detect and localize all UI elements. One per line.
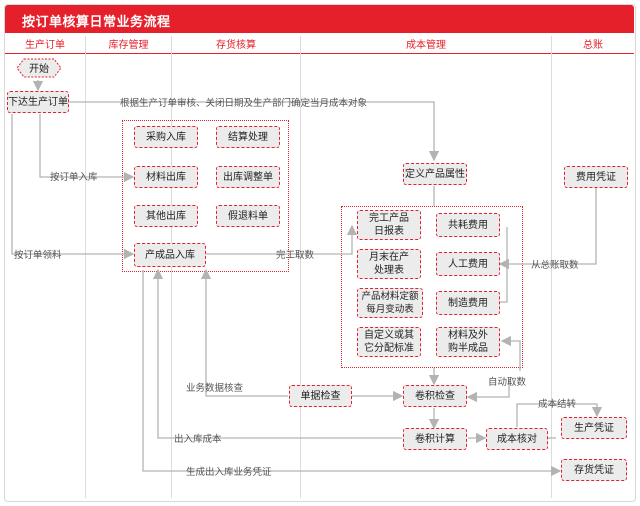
complete-fetch-label: 完工取数 <box>276 250 315 261</box>
doc-check-node: 单据检查 <box>289 385 352 407</box>
volume-calc-node: 卷积计算 <box>403 428 467 450</box>
issue-order-node: 下达生产订单 <box>7 91 69 113</box>
biz-data-check-label: 业务数据核查 <box>186 383 244 394</box>
labor-cost-node: 人工费用 <box>436 252 500 276</box>
determine-cost-object-label: 根据生产订单审核、关闭日期及生产部门确定当月成本对象 <box>120 98 368 109</box>
gl-fetch-label: 从总账取数 <box>531 260 579 271</box>
material-quota-node: 产品材料定额 每月变动表 <box>357 288 423 318</box>
cost-carry-label: 成本结转 <box>538 399 577 410</box>
column-header-cost-management: 成本管理 <box>406 40 446 51</box>
month-end-wip-node: 月末在产 处理表 <box>357 249 421 279</box>
fake-return-node: 假退料单 <box>216 205 280 227</box>
lane-divider <box>85 36 86 498</box>
define-attr-node: 定义产品属性 <box>403 163 467 185</box>
start-label: 开始 <box>29 62 49 75</box>
auto-fetch-label: 自动取数 <box>488 377 527 388</box>
io-cost-label: 出入库成本 <box>174 434 222 445</box>
other-out-node: 其他出库 <box>134 205 198 227</box>
volume-check-node: 卷积检查 <box>403 385 467 407</box>
title-bar: 按订单核算日常业务流程 <box>5 5 634 33</box>
diagram-frame <box>4 4 636 502</box>
custom-alloc-node: 自定义或其 它分配标准 <box>357 327 421 357</box>
mfg-cost-node: 制造费用 <box>436 291 500 315</box>
cost-data-group <box>341 206 523 368</box>
column-header-production-order: 生产订单 <box>25 40 65 51</box>
start-node: 开始 <box>16 58 62 78</box>
product-in-node: 产成品入库 <box>134 243 206 267</box>
lane-divider <box>300 36 301 498</box>
column-header-inventory: 库存管理 <box>108 40 149 51</box>
diagram-title: 按订单核算日常业务流程 <box>22 15 171 30</box>
inv-voucher-node: 存货凭证 <box>561 459 627 481</box>
by-order-in-label: 按订单入库 <box>50 172 98 183</box>
shared-cost-node: 共耗费用 <box>436 213 500 237</box>
expense-voucher-node: 费用凭证 <box>564 166 628 188</box>
lane-divider <box>551 36 552 498</box>
column-header-stock-accounting: 存货核算 <box>216 40 256 51</box>
outsource-node: 材料及外 购半成品 <box>436 327 500 357</box>
by-order-pick-label: 按订单领料 <box>14 250 62 261</box>
material-out-node: 材料出库 <box>134 166 198 188</box>
lane-divider <box>171 36 172 498</box>
prod-voucher-node: 生产凭证 <box>561 417 627 439</box>
cost-check-node: 成本核对 <box>486 428 548 450</box>
out-adjust-node: 出库调整单 <box>216 166 280 188</box>
finished-daily-node: 完工产品 日报表 <box>357 210 421 240</box>
purchase-in-node: 采购入库 <box>134 126 198 148</box>
header-divider <box>5 53 634 54</box>
settle-node: 结算处理 <box>216 126 280 148</box>
gen-voucher-label: 生成出入库业务凭证 <box>186 467 272 478</box>
column-header-general-ledger: 总账 <box>583 40 603 51</box>
